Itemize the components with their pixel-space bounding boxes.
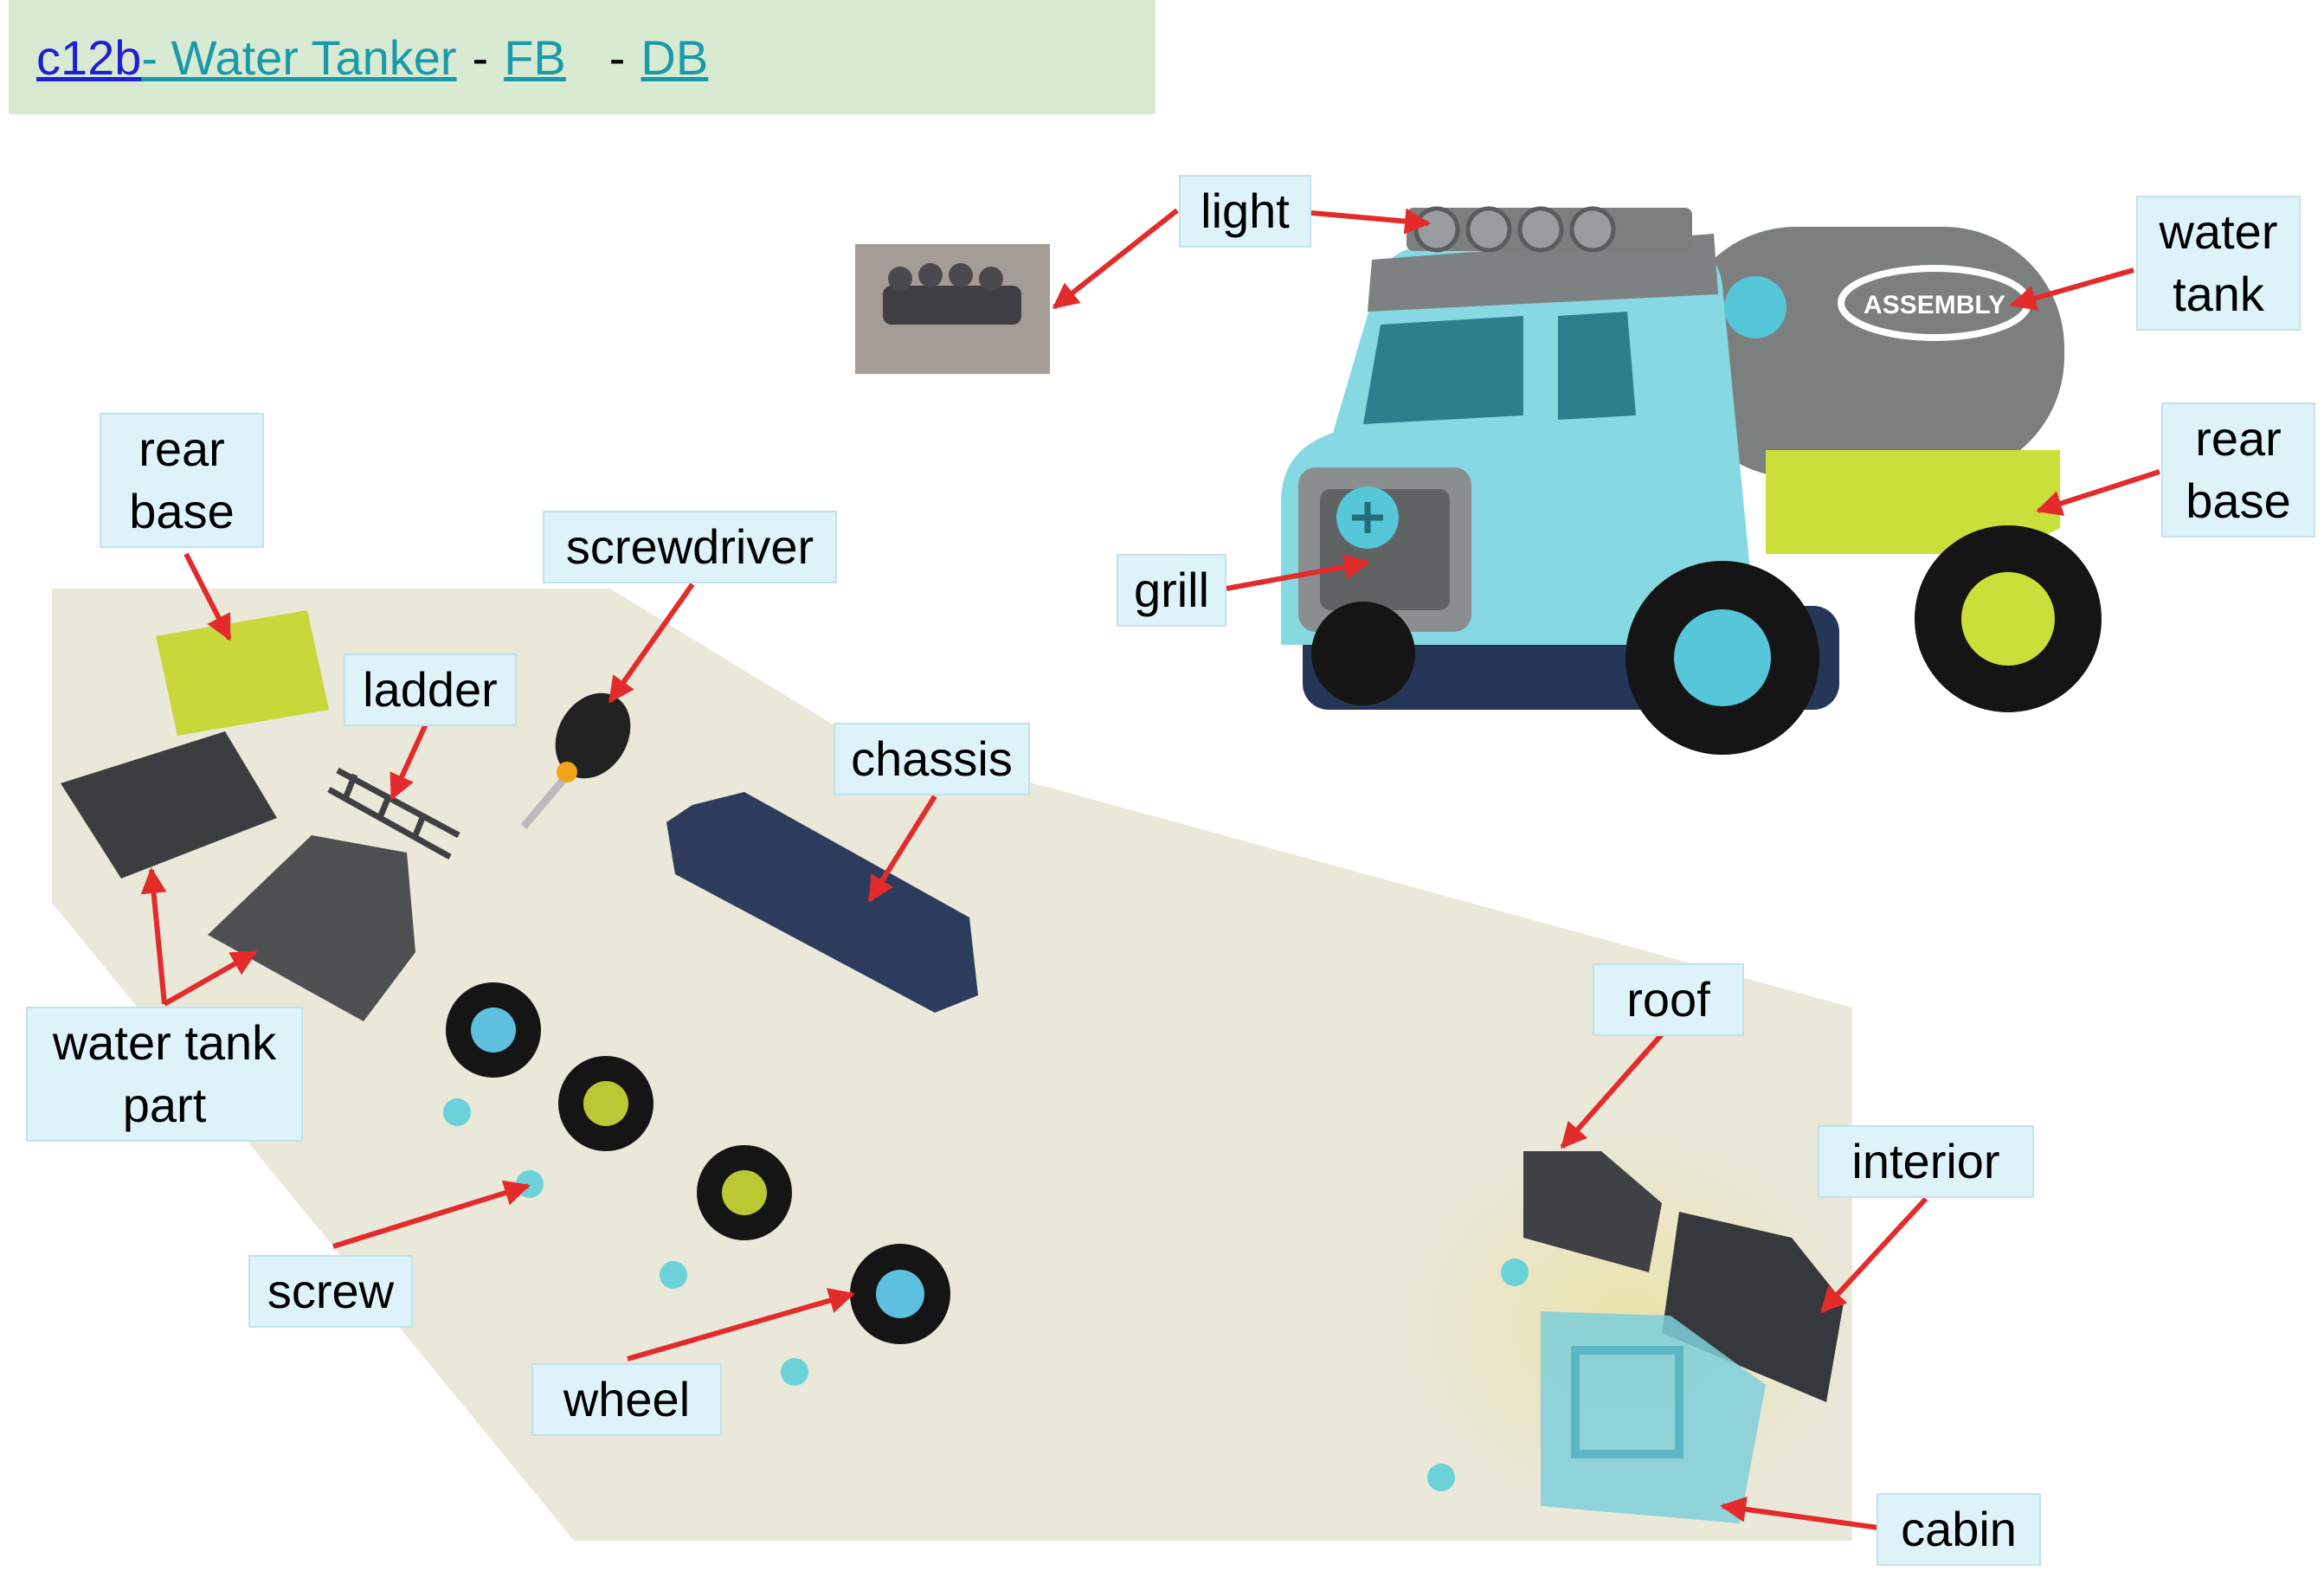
label-roof: roof xyxy=(1593,963,1744,1036)
label-rear-base-left: rear base xyxy=(100,413,264,548)
light-part xyxy=(883,263,1021,325)
label-screw: screw xyxy=(248,1255,413,1328)
code-link[interactable]: c12b xyxy=(36,29,142,85)
label-water-tank-part: water tank part xyxy=(26,1007,303,1142)
label-grill: grill xyxy=(1117,554,1226,627)
screwdriver-part xyxy=(520,692,631,829)
cabin-part xyxy=(1541,1311,1766,1523)
label-cabin: cabin xyxy=(1877,1493,2041,1566)
wheel-part xyxy=(446,982,950,1344)
label-rear-base-right: rear base xyxy=(2161,402,2315,538)
label-water-tank: water tank xyxy=(2136,196,2301,331)
water-tank-part-a xyxy=(61,731,277,879)
arrows xyxy=(140,208,2160,1530)
chassis-part xyxy=(666,792,978,1013)
brand-text: ASSEMBLY xyxy=(1864,291,2005,319)
label-screwdriver: screwdriver xyxy=(543,511,837,583)
separator: - xyxy=(472,29,489,85)
db-link[interactable]: DB xyxy=(641,29,709,85)
label-interior: interior xyxy=(1818,1125,2034,1198)
ladder-part xyxy=(327,767,460,860)
interior-part xyxy=(1662,1212,1844,1402)
title-link[interactable]: - Water Tanker xyxy=(141,29,457,85)
label-chassis: chassis xyxy=(834,723,1030,795)
fb-link[interactable]: FB xyxy=(504,29,566,85)
truck-photo: ASSEMBLY xyxy=(1281,206,2102,755)
label-ladder: ladder xyxy=(344,653,517,726)
water-tank-part-b xyxy=(208,835,415,1021)
rear-base-part xyxy=(156,610,329,736)
separator: - xyxy=(608,29,626,85)
roof-part xyxy=(1523,1151,1662,1272)
label-light: light xyxy=(1179,175,1311,248)
label-wheel: wheel xyxy=(531,1363,722,1436)
header-bar: c12b - Water Tanker - FB - DB xyxy=(9,0,1156,114)
